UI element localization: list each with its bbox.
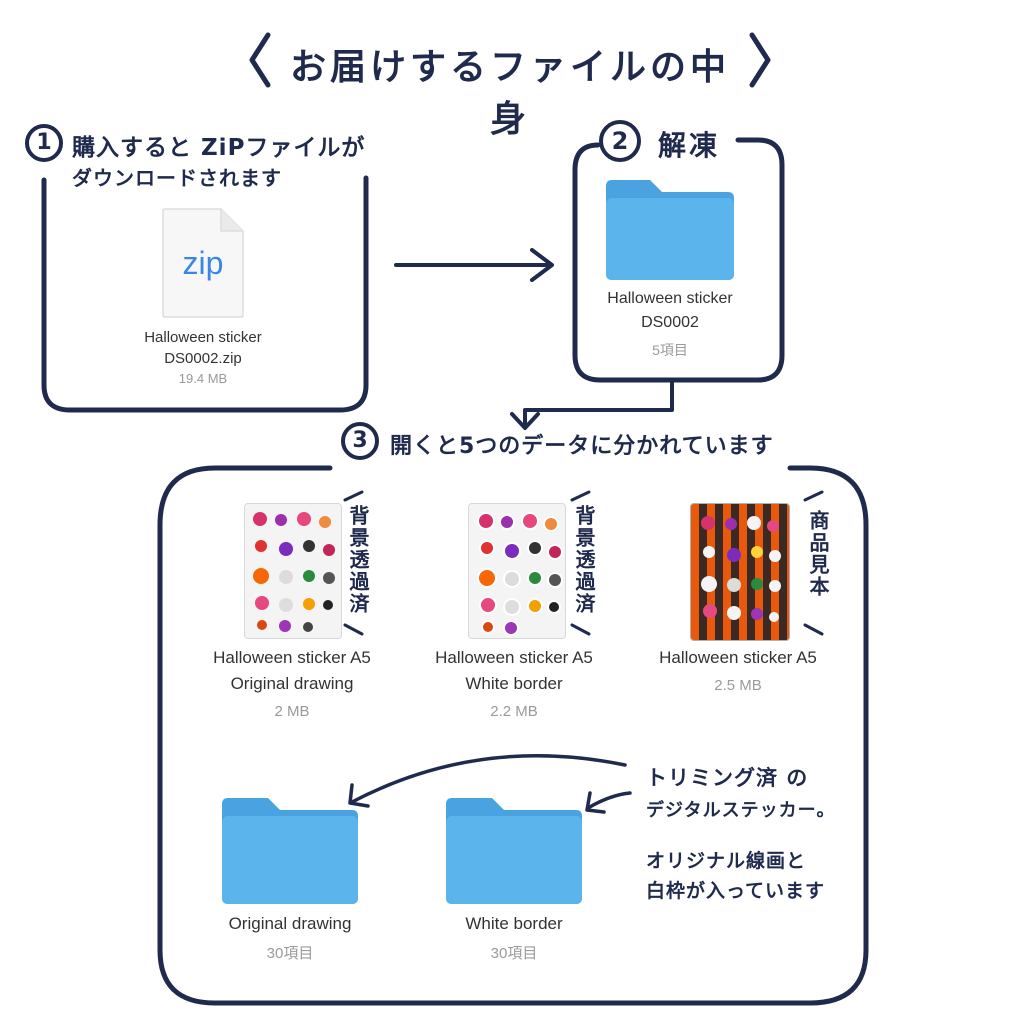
file1-note: 背景透過済 xyxy=(346,505,370,615)
folder1-count: 30項目 xyxy=(266,945,314,962)
folder-name-line2: DS0002 xyxy=(641,314,699,331)
folder2-name: White border xyxy=(465,914,563,933)
zip-file-size: 19.4 MB xyxy=(178,371,228,386)
folder-name-line1: Halloween sticker xyxy=(607,290,733,307)
step2-number: 2 xyxy=(611,127,629,155)
sticker-thumbnail-original[interactable] xyxy=(244,503,342,639)
file1-name-line2: Original drawing xyxy=(230,674,354,693)
step2-caption: 解凍 xyxy=(658,129,721,162)
sticker-thumbnail-white-border[interactable] xyxy=(468,503,566,639)
page-title: お届けするファイルの中身 xyxy=(290,47,731,140)
white-border-folder[interactable] xyxy=(446,798,582,904)
step1-caption-line1: 購入すると ZiPファイルが xyxy=(72,135,366,161)
folder-icon xyxy=(446,798,582,904)
folder2-count: 30項目 xyxy=(490,945,538,962)
step3-number: 3 xyxy=(352,428,368,453)
zip-file-name-line2: DS0002.zip xyxy=(164,350,242,367)
file1-size: 2 MB xyxy=(274,703,310,720)
step3-caption: 開くと5つのデータに分かれています xyxy=(390,434,774,459)
file1-name-line1: Halloween sticker A5 xyxy=(213,648,371,667)
unzipped-folder-icon[interactable] xyxy=(606,180,734,280)
step1-caption-line2: ダウンロードされます xyxy=(72,166,282,190)
file3-note: 商品見本 xyxy=(806,510,830,598)
folder-icon xyxy=(606,180,734,280)
annotation-line4: 白枠が入っています xyxy=(646,880,826,902)
folder-icon xyxy=(222,798,358,904)
folder-item-count: 5項目 xyxy=(652,342,688,358)
file2-note: 背景透過済 xyxy=(572,505,596,615)
file2-name-line1: Halloween sticker A5 xyxy=(435,648,593,667)
zip-file-icon[interactable]: zip xyxy=(161,207,245,319)
annotation-line3: オリジナル線画と xyxy=(646,850,807,872)
file3-name-line1: Halloween sticker A5 xyxy=(659,648,817,667)
file2-name-line2: White border xyxy=(465,674,563,693)
zip-label: zip xyxy=(182,245,224,281)
file3-size: 2.5 MB xyxy=(714,677,762,694)
sticker-thumbnail-sample[interactable] xyxy=(690,503,790,641)
folder1-name: Original drawing xyxy=(228,914,352,933)
annotation-line1: トリミング済 の xyxy=(646,766,809,790)
original-drawing-folder[interactable] xyxy=(222,798,358,904)
document-icon xyxy=(162,208,244,318)
annotation-line2: デジタルステッカー。 xyxy=(646,800,836,821)
step1-number: 1 xyxy=(36,130,52,155)
file2-size: 2.2 MB xyxy=(490,703,538,720)
zip-file-name-line1: Halloween sticker xyxy=(144,329,262,346)
